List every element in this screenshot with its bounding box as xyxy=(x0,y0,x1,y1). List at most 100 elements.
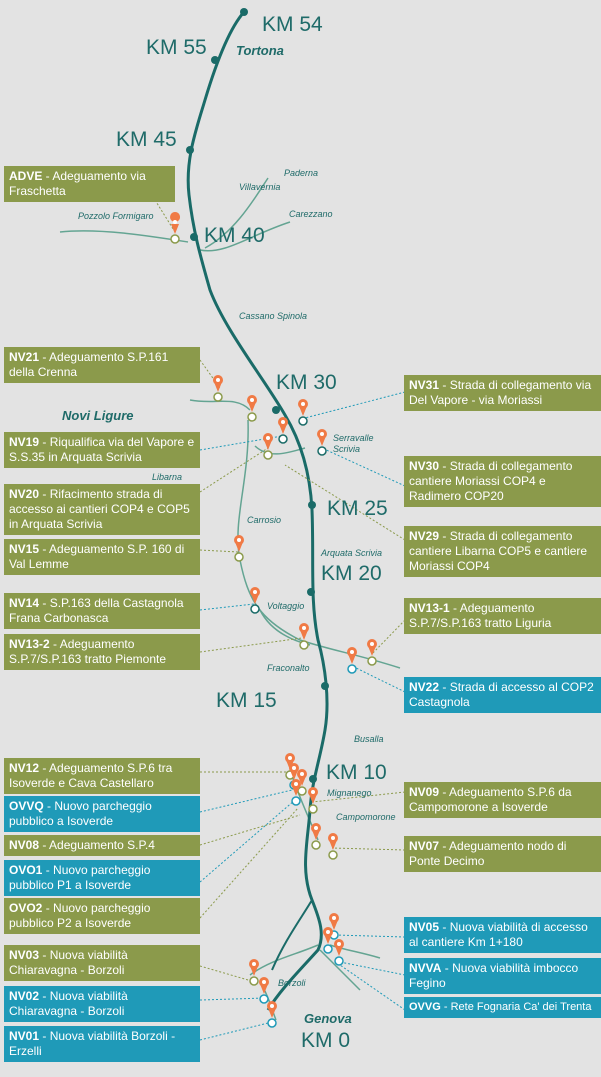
pin-icon xyxy=(311,823,321,850)
project-box-ovo2[interactable]: OVO2 - Nuovo parcheggio pubblico P2 a Is… xyxy=(4,898,200,934)
km-markers xyxy=(186,8,329,783)
project-box-nv22[interactable]: NV22 - Strada di accesso al COP2 Castagn… xyxy=(404,677,601,713)
project-box-nv01[interactable]: NV01 - Nuova viabilità Borzoli - Erzelli xyxy=(4,1026,200,1062)
project-code: ADVE xyxy=(9,169,43,183)
project-code: OVO2 xyxy=(9,901,43,915)
pin-icon xyxy=(367,639,377,666)
project-description: Nuova viabilità imbocco Fegino xyxy=(409,961,579,990)
place-label: Villavernia xyxy=(239,182,281,192)
place-label: Mignanego xyxy=(327,788,372,798)
km-label: KM 20 xyxy=(321,562,382,585)
project-code: NV14 xyxy=(9,596,40,610)
km-label: KM 40 xyxy=(204,224,265,247)
project-description: Riqualifica via del Vapore e S.S.35 in A… xyxy=(9,435,195,464)
place-label: Serravalle Scrivia xyxy=(333,433,374,454)
project-code: NV20 xyxy=(9,487,40,501)
project-description: S.P.163 della Castagnola Frana Carbonasc… xyxy=(9,596,184,625)
project-box-nv13-1[interactable]: NV13-1 - Adeguamento S.P.7/S.P.163 tratt… xyxy=(404,598,601,634)
pin-icon xyxy=(170,212,181,244)
project-description: Adeguamento S.P.6 tra Isoverde e Cava Ca… xyxy=(9,761,173,790)
project-box-nv02[interactable]: NV02 - Nuova viabilità Chiaravagna - Bor… xyxy=(4,986,200,1022)
project-code: NV03 xyxy=(9,948,40,962)
route-branch xyxy=(271,899,313,971)
project-description: Adeguamento S.P.6 da Campomorone a Isove… xyxy=(409,785,572,814)
place-label: Fraconalto xyxy=(267,663,310,673)
pin-icon xyxy=(291,779,301,806)
pin-icon xyxy=(259,977,269,1004)
project-description: Rete Fognaria Ca' dei Trenta xyxy=(450,1001,592,1013)
km-label: KM 30 xyxy=(276,371,337,394)
leader-lines xyxy=(154,199,406,1041)
city-label: Novi Ligure xyxy=(62,408,134,423)
project-box-nv13-2[interactable]: NV13-2 - Adeguamento S.P.7/S.P.163 tratt… xyxy=(4,634,200,670)
project-box-nv05[interactable]: NV05 - Nuova viabilità di accesso al can… xyxy=(404,917,601,953)
project-box-ovo1[interactable]: OVO1 - Nuovo parcheggio pubblico P1 a Is… xyxy=(4,860,200,896)
place-label: Campomorone xyxy=(336,812,396,822)
pin-icon xyxy=(213,375,223,402)
pin-icon xyxy=(247,395,257,422)
place-label: Arquata Scrivia xyxy=(321,548,383,558)
project-description: Nuovo parcheggio pubblico P1 a Isoverde xyxy=(9,863,151,892)
project-description: Strada di accesso al COP2 Castagnola xyxy=(409,680,594,709)
pin-icon xyxy=(249,959,259,986)
km-label: KM 55 xyxy=(146,36,207,59)
project-description: Adeguamento S.P.7/S.P.163 tratto Liguria xyxy=(409,601,552,630)
pin-icon xyxy=(250,587,260,614)
main-route-line xyxy=(186,11,329,1011)
project-box-nv12[interactable]: NV12 - Adeguamento S.P.6 tra Isoverde e … xyxy=(4,758,200,794)
project-code: NV21 xyxy=(9,350,40,364)
project-box-nv19[interactable]: NV19 - Riqualifica via del Vapore e S.S.… xyxy=(4,432,200,468)
pin-icon xyxy=(347,647,357,674)
project-code: NV29 xyxy=(409,529,440,543)
project-description: Adeguamento S.P. 160 di Val Lemme xyxy=(9,542,185,571)
pin-icon xyxy=(334,939,344,966)
place-label: Voltaggio xyxy=(267,601,305,611)
project-pins xyxy=(170,212,377,1028)
project-box-ovvg[interactable]: OVVG - Rete Fognaria Ca' dei Trenta xyxy=(404,997,601,1018)
project-box-nvva[interactable]: NVVA - Nuova viabilità imbocco Fegino xyxy=(404,958,601,994)
place-label: Carezzano xyxy=(289,209,333,219)
project-box-nv29[interactable]: NV29 - Strada di collegamento cantiere L… xyxy=(404,526,601,577)
project-box-nv07[interactable]: NV07 - Adeguamento nodo di Ponte Decimo xyxy=(404,836,601,872)
project-description: Adeguamento via Fraschetta xyxy=(9,169,146,198)
project-description: Nuova viabilità Chiaravagna - Borzoli xyxy=(9,948,128,977)
km-label: KM 15 xyxy=(216,689,277,712)
project-box-nv30[interactable]: NV30 - Strada di collegamento cantiere M… xyxy=(404,456,601,507)
km-label: KM 45 xyxy=(116,128,177,151)
project-box-nv20[interactable]: NV20 - Rifacimento strada di accesso ai … xyxy=(4,484,200,535)
project-description: Nuovo parcheggio pubblico a Isoverde xyxy=(9,799,152,828)
project-code: NV30 xyxy=(409,459,440,473)
pin-icon xyxy=(317,429,327,456)
project-code: NV13-1 xyxy=(409,601,450,615)
project-box-nv08[interactable]: NV08 - Adeguamento S.P.4 xyxy=(4,835,200,856)
project-description: Adeguamento S.P.161 della Crenna xyxy=(9,350,169,379)
project-code: NV07 xyxy=(409,839,440,853)
pin-icon xyxy=(299,623,309,650)
project-description: Nuovo parcheggio pubblico P2 a Isoverde xyxy=(9,901,151,930)
project-box-ovvq[interactable]: OVVQ - Nuovo parcheggio pubblico a Isove… xyxy=(4,796,200,832)
project-code: NV19 xyxy=(9,435,40,449)
project-box-nv14[interactable]: NV14 - S.P.163 della Castagnola Frana Ca… xyxy=(4,593,200,629)
pin-icon xyxy=(297,769,307,796)
project-code: OVVG xyxy=(409,1001,441,1013)
project-description: Strada di collegamento via Del Vapore - … xyxy=(409,378,592,407)
project-box-nv09[interactable]: NV09 - Adeguamento S.P.6 da Campomorone … xyxy=(404,782,601,818)
project-code: NV08 xyxy=(9,838,40,852)
pin-icon xyxy=(263,433,273,460)
project-code: NV31 xyxy=(409,378,440,392)
place-label: Libarna xyxy=(152,472,183,482)
project-box-adve[interactable]: ADVE - Adeguamento via Fraschetta xyxy=(4,166,175,202)
place-label: Borzoli xyxy=(278,978,306,988)
project-description: Adeguamento nodo di Ponte Decimo xyxy=(409,839,567,868)
project-box-nv31[interactable]: NV31 - Strada di collegamento via Del Va… xyxy=(404,375,601,411)
project-description: Adeguamento S.P.7/S.P.163 tratto Piemont… xyxy=(9,637,166,666)
project-code: NV13-2 xyxy=(9,637,50,651)
project-box-nv15[interactable]: NV15 - Adeguamento S.P. 160 di Val Lemme xyxy=(4,539,200,575)
project-code: NV05 xyxy=(409,920,440,934)
pin-icon xyxy=(285,753,295,780)
km-label: KM 10 xyxy=(326,761,387,784)
project-box-nv21[interactable]: NV21 - Adeguamento S.P.161 della Crenna xyxy=(4,347,200,383)
project-box-nv03[interactable]: NV03 - Nuova viabilità Chiaravagna - Bor… xyxy=(4,945,200,981)
project-code: NV12 xyxy=(9,761,40,775)
